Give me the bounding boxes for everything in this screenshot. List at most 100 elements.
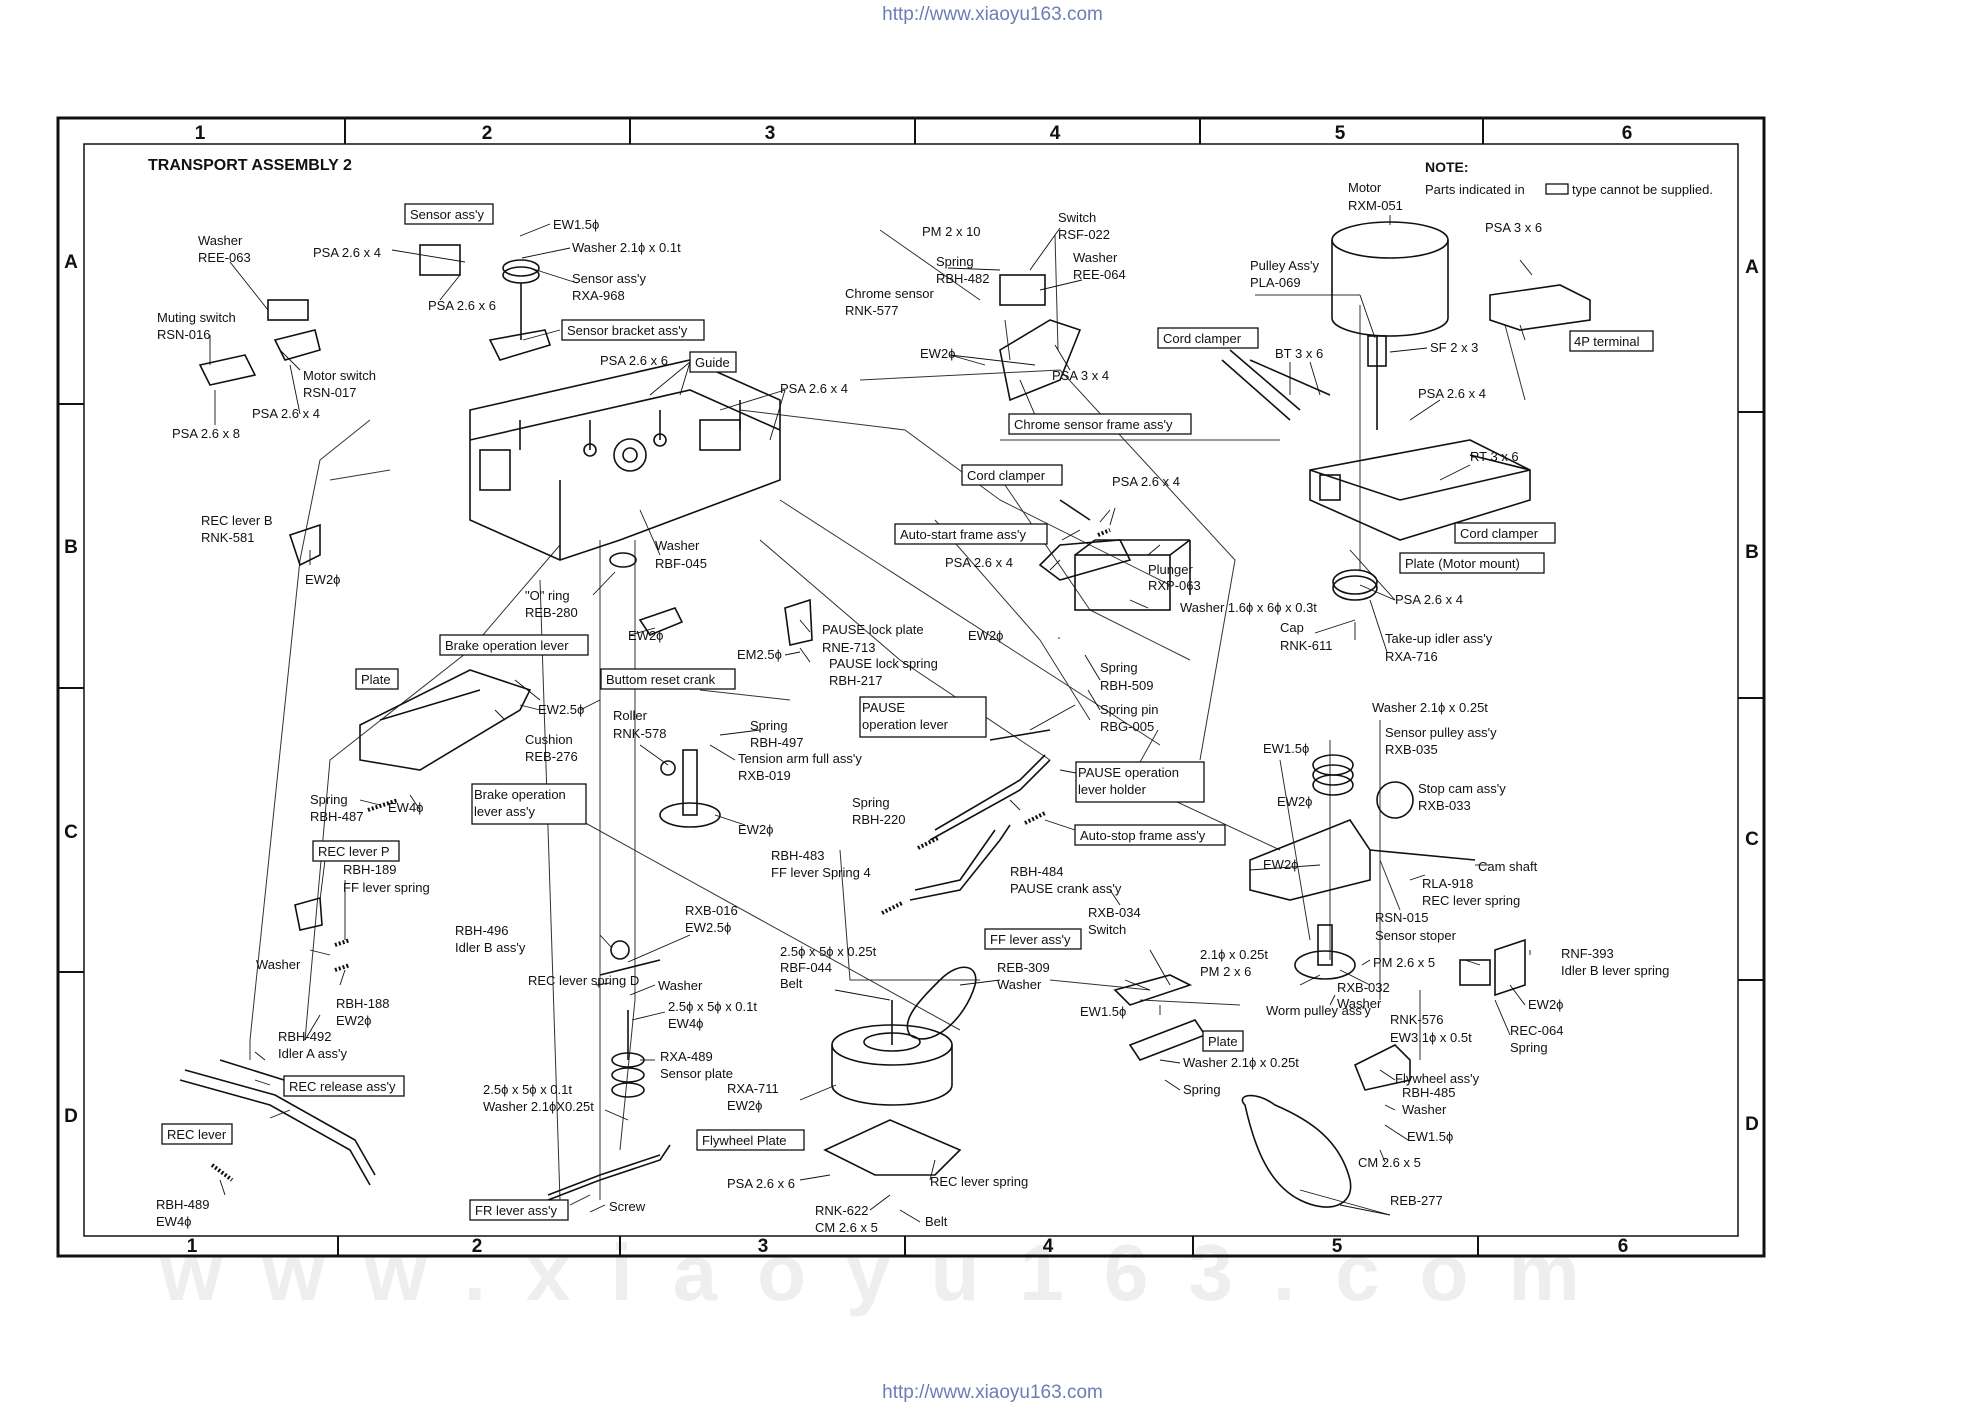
part-label: RXA-716 [1385, 649, 1438, 664]
part-label: EW2ϕ [628, 628, 663, 643]
boxed-label: FR lever ass'y [475, 1203, 557, 1218]
part-label: REC lever B [201, 513, 273, 528]
part-label: REC-064 [1510, 1023, 1563, 1038]
watermark-url-top: http://www.xiaoyu163.com [882, 4, 1103, 25]
part-label: Idler A ass'y [278, 1046, 347, 1061]
part-label: RBH-492 [278, 1029, 331, 1044]
plate-lower [1128, 1019, 1207, 1061]
part-label: REB-277 [1390, 1193, 1443, 1208]
boxed-label: Brake operation lever [445, 638, 569, 653]
auto-start-frame [1038, 539, 1132, 581]
alignment-lines [249, 229, 1526, 1201]
boxed-label: Auto-start frame ass'y [900, 527, 1027, 542]
part-label: REE-063 [198, 250, 251, 265]
col-label-top: 6 [1622, 123, 1633, 144]
part-label: PSA 2.6 x 4 [313, 245, 381, 260]
part-label: PM 2 x 10 [922, 224, 981, 239]
part-label: Washer [198, 233, 243, 248]
terminal-4p [1489, 284, 1591, 331]
part-label: Washer 2.1ϕ x 0.1t [572, 240, 681, 255]
part-label: EW2ϕ [305, 572, 340, 587]
boxed-label: Buttom reset crank [606, 672, 716, 687]
part-label: CM 2.6 x 5 [1358, 1155, 1421, 1170]
part-label: RXA-968 [572, 288, 625, 303]
part-label: Spring [310, 792, 348, 807]
part-label: RXB-032 [1337, 980, 1390, 995]
part-label: CM 2.6 x 5 [815, 1220, 878, 1235]
row-label-left: C [64, 822, 78, 843]
part-label: Take-up idler ass'y [1385, 631, 1493, 646]
background-watermark: www.xiaoyu163.com [159, 1228, 1620, 1317]
part-label: RBH-482 [936, 271, 989, 286]
part-label: EW2ϕ [1277, 794, 1312, 809]
part-label: Tension arm full ass'y [738, 751, 862, 766]
boxed-label: Guide [695, 355, 730, 370]
part-label: RBH-509 [1100, 678, 1153, 693]
part-label: Sensor ass'y [572, 271, 647, 286]
boxed-label: Flywheel Plate [702, 1133, 787, 1148]
part-label: RLA-918 [1422, 876, 1473, 891]
part-label: EW4ϕ [156, 1214, 191, 1229]
part-label: RNK-581 [201, 530, 254, 545]
note-text-before: Parts indicated in [1425, 182, 1525, 197]
part-label: Cam shaft [1478, 859, 1538, 874]
take-up-idler [1332, 569, 1378, 601]
fr-lever [547, 1144, 671, 1201]
part-label: RBH-485 [1402, 1085, 1455, 1100]
belt-reb-309 [906, 966, 977, 1040]
part-label: Switch [1088, 922, 1126, 937]
part-label: EW4ϕ [668, 1016, 703, 1031]
part-label: Stop cam ass'y [1418, 781, 1506, 796]
pause-lock-plate [784, 598, 813, 646]
cord-clamper-arms [1059, 349, 1531, 521]
part-label: EW4ϕ [388, 800, 423, 815]
part-label: PSA 2.6 x 6 [600, 353, 668, 368]
part-label: REB-309 [997, 960, 1050, 975]
col-label-top: 4 [1050, 123, 1061, 144]
part-label: RSF-022 [1058, 227, 1110, 242]
part-label: RBH-189 [343, 862, 396, 877]
part-label: EW2ϕ [727, 1098, 762, 1113]
part-label: Spring pin [1100, 702, 1159, 717]
part-label: Chrome sensor [845, 286, 935, 301]
part-label: 2.1ϕ x 0.25t [1200, 947, 1268, 962]
row-label-left: D [64, 1106, 78, 1127]
part-label: RBH-483 [771, 848, 824, 863]
boxed-label: Chrome sensor frame ass'y [1014, 417, 1173, 432]
note-box-symbol [1545, 183, 1569, 195]
part-label: PAUSE crank ass'y [1010, 881, 1122, 896]
part-label: EW2.5ϕ [538, 702, 584, 717]
part-label: Cap [1280, 620, 1304, 635]
idler-b [599, 940, 661, 976]
part-label: Washer 2.1ϕ x 0.25t [1183, 1055, 1299, 1070]
part-label: Washer 2.1ϕ x 0.25t [1372, 700, 1488, 715]
part-label: EW2ϕ [1263, 857, 1298, 872]
col-label-bottom: 4 [1043, 1236, 1054, 1257]
col-label-top: 2 [482, 123, 493, 144]
chrome-sensor-frame [999, 274, 1082, 402]
boxed-label-wrap: Brake operation lever ass'y [474, 787, 566, 819]
part-label: EW3.1ϕ x 0.5t [1390, 1030, 1472, 1045]
part-label: Sensor pulley ass'y [1385, 725, 1497, 740]
sensor-assembly-top [419, 244, 552, 361]
col-label-bottom: 6 [1618, 1236, 1629, 1257]
part-label: PSA 2.6 x 4 [945, 555, 1013, 570]
boxed-label: REC lever [167, 1127, 227, 1142]
supply-note: NOTE: Parts indicated in type cannot be … [1425, 159, 1713, 197]
part-label: RSN-017 [303, 385, 356, 400]
part-label: PM 2.6 x 5 [1373, 955, 1435, 970]
springs [210, 528, 1111, 1182]
part-label: Flywheel ass'y [1395, 1071, 1480, 1086]
part-label: RSN-015 [1375, 910, 1428, 925]
part-label: Spring [1183, 1082, 1221, 1097]
part-label: EW1.5ϕ [1263, 741, 1309, 756]
worm-pulley [1294, 924, 1356, 980]
part-label: PSA 2.6 x 4 [252, 406, 320, 421]
col-label-bottom: 2 [472, 1236, 483, 1257]
part-label: PSA 2.6 x 4 [1395, 592, 1463, 607]
part-label: PSA 2.6 x 4 [1112, 474, 1180, 489]
part-label: RNK-622 [815, 1203, 868, 1218]
part-label: EW2ϕ [920, 346, 955, 361]
sensor-stoper [1459, 938, 1526, 997]
